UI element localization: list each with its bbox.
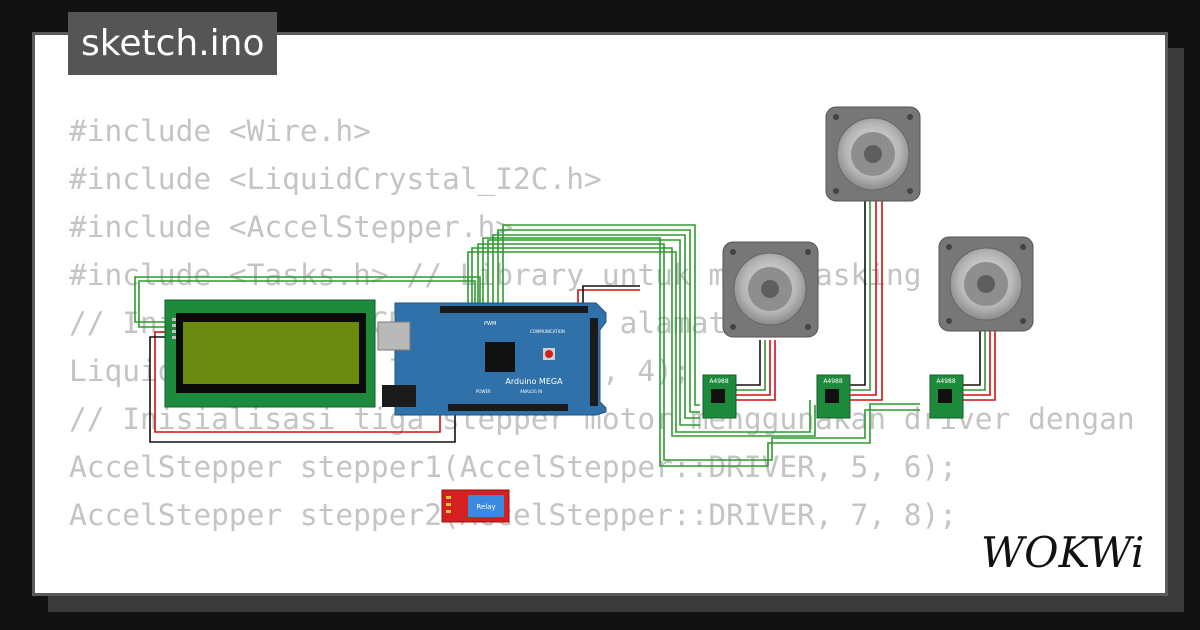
wokwi-logo-text: WOKWi <box>981 528 1144 577</box>
arduino-mega-board[interactable]: Arduino MEGA PWM COMMUNICATION POWER ANA… <box>377 302 607 416</box>
stepper-motor-1[interactable] <box>722 241 819 338</box>
code-line: #include <Wire.h> <box>69 114 371 148</box>
code-line: #include <AccelStepper.h> <box>69 210 514 244</box>
pwm-label: PWM <box>484 321 496 327</box>
code-line: AccelStepper stepper1(AccelStepper::DRIV… <box>69 450 958 484</box>
driver-board-1[interactable]: A4988 <box>702 374 737 419</box>
code-line: #include <LiquidCrystal_I2C.h> <box>69 162 602 196</box>
relay-label: Relay <box>476 503 495 511</box>
green-wires <box>134 224 920 467</box>
wokwi-logo: WOKWi <box>972 522 1158 578</box>
driver-label: A4988 <box>823 378 843 385</box>
communication-label: COMMUNICATION <box>530 329 565 334</box>
driver-board-3[interactable]: A4988 <box>929 374 964 419</box>
analog-label: ANALOG IN <box>520 389 542 394</box>
driver-board-2[interactable]: A4988 <box>816 374 851 419</box>
lcd-display[interactable] <box>164 299 376 408</box>
code-line: AccelStepper stepper2(AccelStepper::DRIV… <box>69 498 958 532</box>
relay-module[interactable]: Relay <box>441 489 510 523</box>
driver-label: A4988 <box>936 378 956 385</box>
stepper-motor-3[interactable] <box>938 236 1034 332</box>
file-name-tag: sketch.ino <box>68 12 278 75</box>
driver-label: A4988 <box>709 378 729 385</box>
power-label: POWER <box>476 389 491 394</box>
stepper-motor-2[interactable] <box>825 106 921 202</box>
arduino-label: Arduino MEGA <box>505 377 563 386</box>
power-wires <box>149 200 996 443</box>
